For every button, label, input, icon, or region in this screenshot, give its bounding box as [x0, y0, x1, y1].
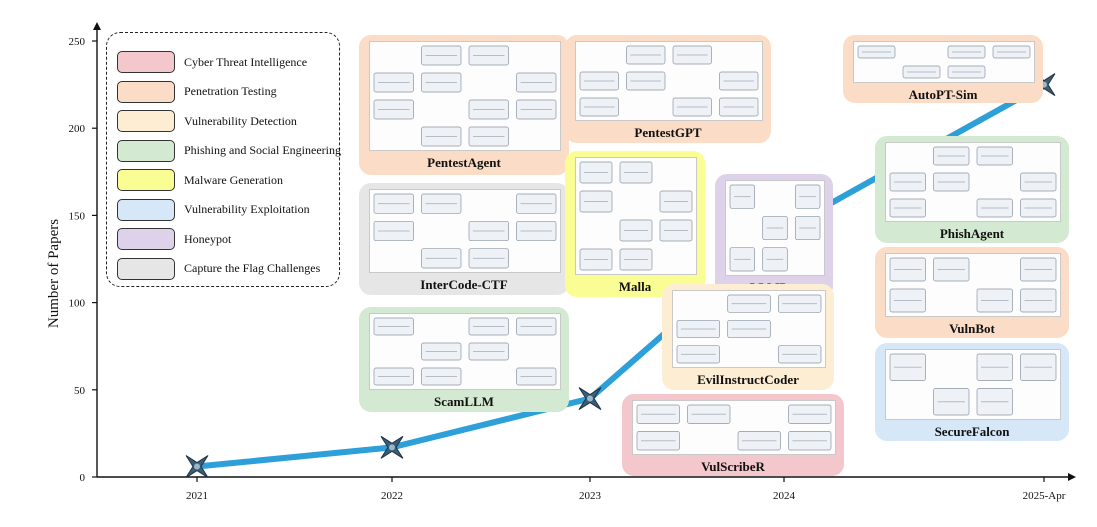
legend-label: Vulnerability Exploitation [184, 202, 310, 216]
legend-item: Vulnerability Detection [117, 109, 297, 133]
paper-card-title: VulScribeR [701, 459, 765, 474]
paper-card: VulScribeR [622, 394, 844, 476]
x-tick-label: 2024 [773, 490, 796, 502]
diagram-sketch [373, 193, 557, 269]
legend-label: Phishing and Social Engineering [184, 143, 341, 157]
legend-label: Penetration Testing [184, 84, 277, 98]
paper-card: AutoPT-Sim [843, 35, 1043, 103]
x-tick-label: 2025-Apr [1023, 490, 1066, 502]
legend-item: Malware Generation [117, 168, 283, 192]
diagram-sketch [857, 45, 1031, 79]
legend-swatch [117, 139, 175, 162]
paper-card: ScamLLM [359, 307, 569, 412]
paper-figure-thumbnail [672, 290, 826, 368]
legend-label: Cyber Threat Intelligence [184, 54, 308, 69]
paper-card-title: EvilInstructCoder [697, 372, 799, 387]
paper-figure-thumbnail [369, 189, 561, 273]
diagram-sketch [373, 317, 557, 386]
paper-card: EvilInstructCoder [662, 284, 834, 390]
x-tick-label: 2022 [381, 490, 403, 502]
y-axis-label: Number of Papers [46, 219, 62, 328]
legend-item: Cyber Threat Intelligence [117, 50, 307, 74]
legend-item: Capture the Flag Challenges [117, 257, 320, 281]
diagram-sketch [889, 353, 1057, 416]
y-tick-label: 200 [69, 123, 86, 135]
diagram-sketch [636, 404, 832, 451]
legend-label: Malware Generation [184, 172, 283, 187]
legend-swatch [117, 80, 175, 103]
legend-swatch [117, 198, 175, 221]
legend-label: Capture the Flag Challenges [184, 261, 321, 275]
legend-item: Phishing and Social Engineering [117, 139, 341, 163]
diagram-sketch [729, 184, 821, 272]
paper-card: VulnBot [875, 247, 1069, 338]
paper-card-title: InterCode-CTF [420, 277, 508, 292]
legend-swatch [117, 169, 175, 191]
paper-card-title: PentestAgent [427, 155, 501, 170]
paper-figure-thumbnail [853, 41, 1035, 83]
x-axis-arrow [1068, 473, 1076, 481]
legend-swatch [117, 257, 175, 280]
paper-card-title: AutoPT-Sim [908, 87, 978, 102]
paper-card: PentestGPT [565, 35, 771, 143]
legend-swatch [117, 51, 175, 73]
paper-card-title: VulnBot [949, 321, 995, 336]
legend-swatch [117, 228, 175, 250]
legend-item: Honeypot [117, 227, 231, 251]
diagram-sketch [676, 294, 822, 364]
data-point [185, 455, 209, 478]
paper-card: Malla [565, 151, 705, 297]
legend-label: Vulnerability Detection [184, 113, 297, 128]
paper-card: PentestAgent [359, 35, 569, 175]
marker-center [389, 444, 395, 451]
paper-card-title: Malla [618, 279, 652, 294]
y-axis-arrow [93, 22, 101, 30]
y-tick-label: 50 [74, 385, 86, 397]
y-tick-label: 100 [69, 298, 86, 310]
paper-figure-thumbnail [885, 349, 1061, 420]
diagram-sketch [373, 45, 557, 147]
paper-card-title: PentestGPT [634, 125, 702, 140]
paper-figure-thumbnail [725, 180, 825, 276]
x-tick-label: 2023 [579, 490, 602, 502]
paper-figure-thumbnail [575, 41, 763, 121]
diagram-sketch [889, 146, 1057, 218]
paper-card: InterCode-CTF [359, 183, 569, 295]
paper-figure-thumbnail [369, 41, 561, 151]
y-tick-label: 250 [69, 36, 86, 48]
paper-card-title: PhishAgent [939, 226, 1005, 241]
legend-item: Penetration Testing [117, 80, 277, 104]
paper-card-title: SecureFalcon [934, 424, 1010, 439]
paper-figure-thumbnail [885, 142, 1061, 222]
marker-center [194, 463, 200, 470]
x-tick-label: 2021 [186, 490, 208, 502]
data-point [380, 435, 404, 459]
diagram-sketch [579, 45, 759, 117]
paper-card-title: ScamLLM [434, 394, 494, 409]
paper-figure-thumbnail [632, 400, 836, 455]
paper-card: PhishAgent [875, 136, 1069, 243]
marker-center [587, 395, 593, 402]
y-tick-label: 150 [69, 210, 86, 222]
paper-card: SecureFalcon [875, 343, 1069, 441]
legend-swatch [117, 110, 175, 132]
legend-item: Vulnerability Exploitation [117, 198, 310, 222]
paper-figure-thumbnail [885, 253, 1061, 317]
diagram-sketch [579, 161, 693, 271]
diagram-sketch [889, 257, 1057, 313]
data-point [578, 387, 602, 410]
paper-card: LLMPot [715, 174, 833, 298]
paper-figure-thumbnail [369, 313, 561, 390]
paper-figure-thumbnail [575, 157, 697, 275]
legend-label: Honeypot [184, 231, 232, 246]
y-tick-label: 0 [80, 472, 86, 484]
